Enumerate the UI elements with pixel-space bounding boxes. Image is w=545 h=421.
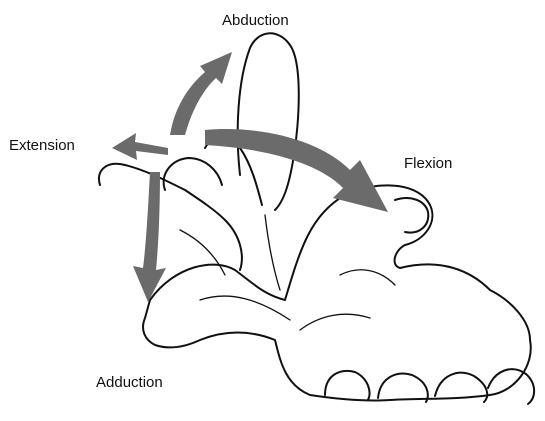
palm-crease-4 bbox=[180, 230, 225, 275]
palm-crease-3 bbox=[340, 270, 395, 285]
palm-outline bbox=[143, 185, 531, 400]
lower-finger-2 bbox=[378, 374, 428, 402]
index-finger-outline bbox=[238, 33, 299, 210]
palm-crease-5 bbox=[265, 215, 280, 290]
flexion-label: Flexion bbox=[404, 156, 452, 171]
adduction-arrow-down bbox=[133, 172, 166, 302]
knuckle-outline bbox=[164, 158, 222, 190]
abduction-arrow-up bbox=[170, 52, 232, 135]
adduction-label: Adduction bbox=[96, 375, 163, 390]
abduction-label-top: Abduction bbox=[222, 13, 289, 28]
lower-finger-1 bbox=[325, 371, 369, 400]
extension-arrow bbox=[112, 133, 168, 160]
flexion-arrow bbox=[205, 129, 388, 212]
palm-crease-1 bbox=[200, 296, 290, 320]
fingertip-outline bbox=[395, 198, 428, 232]
palm-crease-2 bbox=[300, 314, 370, 330]
extension-label: Extension bbox=[9, 138, 75, 153]
